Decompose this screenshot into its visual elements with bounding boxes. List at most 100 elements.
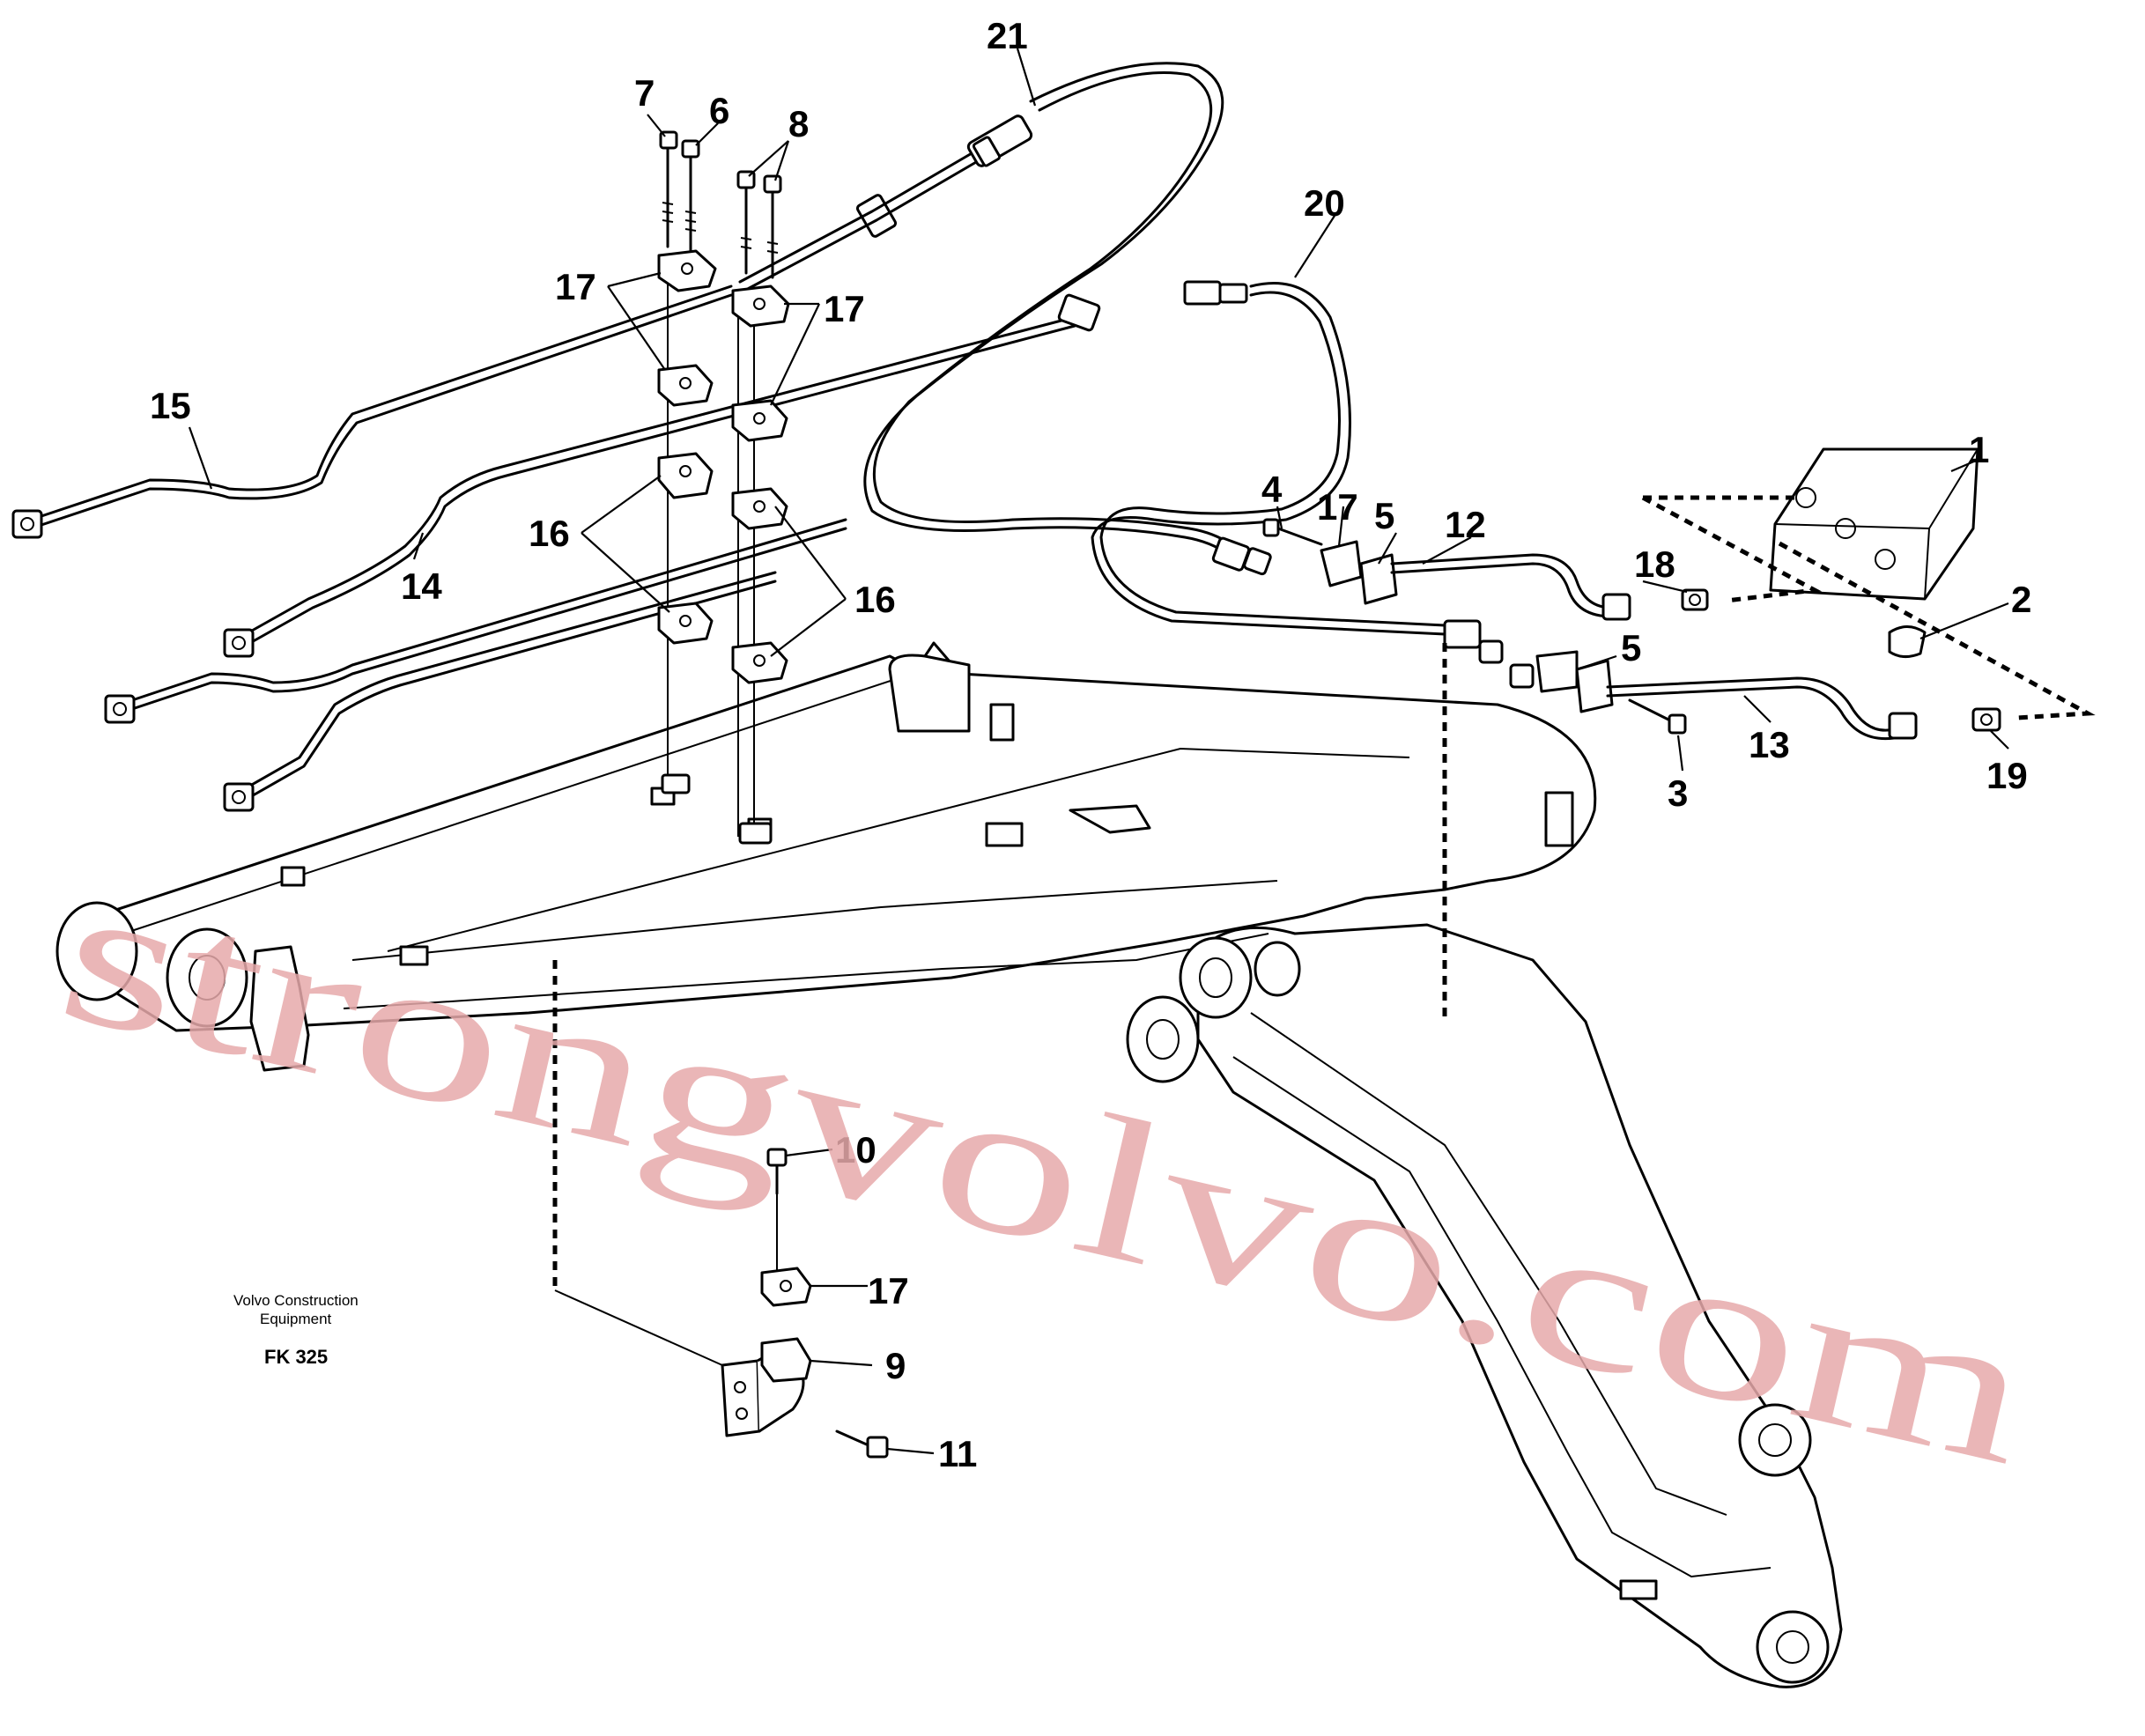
clamp-17 (731, 399, 788, 442)
callout-2: 2 (2011, 579, 2031, 620)
right-fittings (1211, 518, 2001, 741)
clamp-16 (731, 641, 788, 684)
fitting-19 (1971, 707, 2001, 732)
arm-pin (1179, 936, 1253, 1019)
boom-foot-pin (55, 901, 138, 1001)
boom-foot-pin (166, 927, 248, 1028)
boom-tab (989, 703, 1015, 742)
callout-5-upper: 5 (1374, 495, 1394, 536)
tube-13 (1606, 676, 1909, 732)
caption-company: Volvo Construction (233, 1292, 359, 1309)
clamp-16 (731, 487, 788, 530)
bolt-3 (1628, 698, 1687, 735)
boom-tab (985, 822, 1024, 847)
foot-bracket (249, 945, 310, 1072)
tube-12-nut (1601, 593, 1631, 621)
callout-labels: 1 2 3 4 5 5 6 7 8 9 10 11 12 13 14 15 16… (150, 15, 2031, 1474)
callout-11: 11 (938, 1433, 977, 1474)
clamp-stack (657, 130, 790, 845)
tube-13-nut (1888, 712, 1918, 740)
callout-14: 14 (401, 565, 442, 607)
callout-17-right: 17 (824, 288, 865, 329)
lower-bracket (552, 643, 1447, 1459)
clamp-16 (657, 602, 714, 645)
callout-4: 4 (1261, 469, 1283, 510)
pipe-15 (29, 284, 733, 521)
callout-21: 21 (987, 15, 1028, 56)
caption: Volvo Construction Equipment FK 325 (233, 1292, 359, 1368)
arm-end-pin (1756, 1610, 1830, 1684)
hoses (738, 62, 1446, 636)
hose-21-fitting (966, 115, 1033, 167)
callout-19: 19 (1986, 755, 2028, 796)
bolt-11 (835, 1429, 889, 1459)
clamp-5-lower (1535, 650, 1579, 693)
pipe-14 (236, 315, 1076, 640)
drawing-code: FK 325 (264, 1346, 328, 1368)
caption-division: Equipment (260, 1311, 332, 1327)
callout-20: 20 (1304, 182, 1345, 224)
clamp-17 (731, 284, 790, 328)
boom-outline (82, 641, 1597, 1032)
arm-end-link (1738, 1403, 1812, 1477)
pipes (11, 194, 1248, 812)
clamp-17 (657, 364, 714, 407)
arm-outline (1196, 923, 1843, 1688)
callout-10: 10 (835, 1129, 876, 1171)
tube-21 (738, 148, 980, 284)
hose-20 (1091, 282, 1446, 636)
callout-12: 12 (1445, 504, 1486, 545)
callout-5-lower: 5 (1621, 627, 1641, 669)
callout-17-fitting: 17 (1317, 486, 1358, 528)
boom-lug (888, 654, 971, 733)
valve-block-1 (1641, 447, 2096, 720)
callout-7: 7 (634, 72, 655, 114)
callout-17-lower: 17 (868, 1270, 909, 1311)
bolt-4 (1262, 518, 1323, 546)
callout-18: 18 (1634, 543, 1675, 585)
bolt-10 (766, 1148, 788, 1273)
arm-tab (1619, 1579, 1658, 1600)
clamp-17-upper (1320, 540, 1363, 587)
boom (55, 641, 1597, 1072)
boom-tab (280, 866, 306, 887)
hose-end-fitting (1211, 536, 1272, 576)
pipe-end-nut (104, 694, 136, 724)
pipe-end-nut (223, 628, 255, 658)
callout-17-left: 17 (555, 266, 596, 307)
boom-tab (1544, 791, 1574, 847)
callout-16-right: 16 (854, 579, 896, 620)
clamp-17-lower (760, 1267, 812, 1307)
pipe-end-nut (11, 509, 43, 539)
bolt-8 (736, 170, 782, 279)
clamp-16 (657, 452, 714, 499)
pipe-end-nut (223, 782, 255, 812)
boom-plate (1069, 804, 1151, 834)
arm-pin (1126, 995, 1200, 1083)
fitting-18 (1681, 588, 1709, 611)
weld-nut (661, 773, 691, 794)
pipe-lower-1 (117, 518, 847, 706)
pipe-lower-2 (236, 571, 777, 794)
bolt-6 (681, 139, 700, 257)
callout-6: 6 (709, 90, 729, 131)
bracket-9 (721, 1337, 812, 1437)
callout-1: 1 (1969, 429, 1989, 470)
callout-16-left: 16 (529, 513, 570, 554)
bolt-7 (659, 130, 678, 248)
hose-20-end (1443, 619, 1504, 664)
callout-9: 9 (885, 1345, 906, 1386)
callout-8: 8 (788, 103, 809, 144)
weld-nut (738, 822, 773, 845)
watermark: strongvolvo.com (43, 837, 2051, 1507)
callout-3: 3 (1668, 772, 1688, 814)
fitting (855, 194, 898, 238)
plug-2 (1888, 625, 1927, 658)
fitting (1183, 280, 1248, 306)
hose-21 (863, 62, 1224, 532)
tube-12 (1390, 553, 1631, 609)
callout-15: 15 (150, 385, 191, 426)
callout-13: 13 (1749, 724, 1790, 765)
